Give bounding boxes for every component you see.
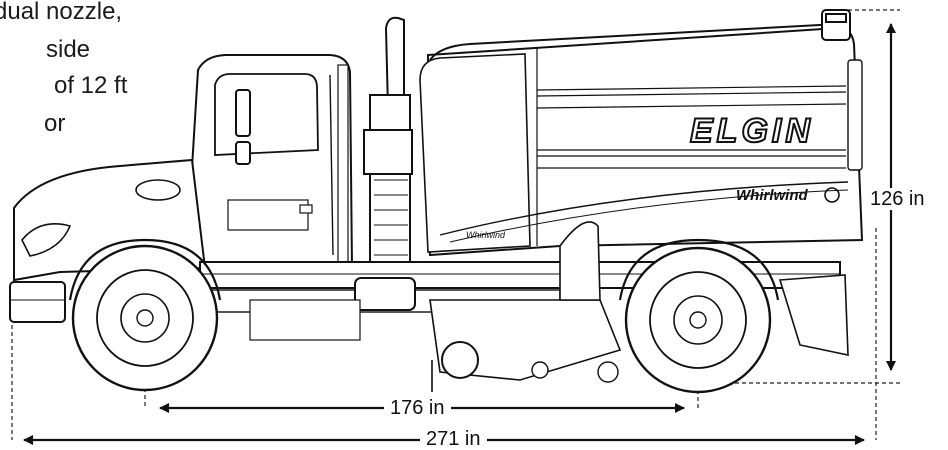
description-line-2: side <box>46 36 91 63</box>
front-wheel <box>68 238 222 392</box>
truck-cab <box>188 54 354 269</box>
wheelbase-dimension-label: 176 in <box>384 397 451 419</box>
whirlwind-badge: Whirlwind <box>736 187 808 204</box>
sweeper-hopper <box>419 9 864 257</box>
height-dimension-label: 126 in <box>866 188 929 210</box>
overall-length-dimension-label: 271 in <box>420 428 487 450</box>
description-line-3: of 12 ft <box>54 72 128 99</box>
description-line-4: or <box>44 110 66 137</box>
description-line-1: dual nozzle, <box>0 0 123 25</box>
cropped-description: dual nozzle, side of 12 ft or <box>0 0 180 150</box>
rear-wheel <box>618 238 780 394</box>
whirlwind-emblem-icon <box>824 187 840 203</box>
exhaust-stack <box>363 16 413 271</box>
small-whirlwind-badge: Whirlwind <box>466 230 506 240</box>
elgin-logo: ELGIN <box>690 112 814 150</box>
